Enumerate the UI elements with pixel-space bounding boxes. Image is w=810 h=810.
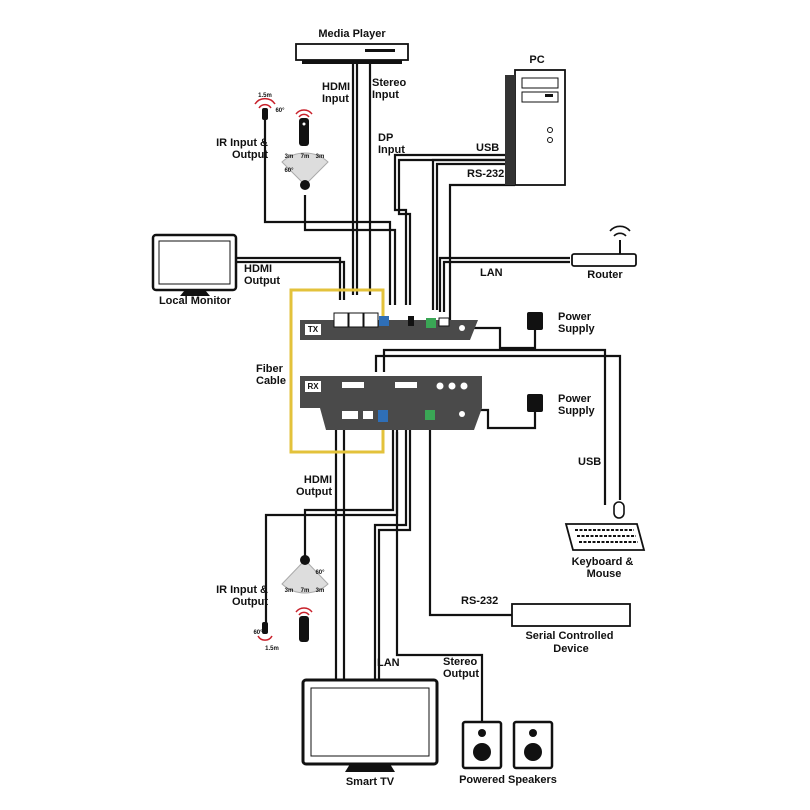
ir-receiver-tx: 3m 7m 3m 60°	[281, 152, 329, 190]
powered-speakers: Powered Speakers	[459, 720, 557, 786]
rs232-rx-label: RS-232	[461, 595, 498, 607]
svg-text:3m: 3m	[316, 588, 325, 594]
rx-unit: RX	[300, 376, 482, 430]
tx-unit: TX	[300, 312, 478, 340]
serial-device-label: Serial Controlled Device	[525, 630, 616, 655]
pc-label: PC	[529, 54, 544, 66]
ir-rx-label: IR Input &Output	[216, 584, 268, 608]
fiber-cable	[289, 288, 385, 454]
router-label: Router	[587, 269, 623, 281]
svg-text:60°: 60°	[284, 168, 294, 174]
rx-cables	[264, 348, 622, 722]
smart-tv: Smart TV	[301, 678, 439, 788]
pc: PC	[505, 54, 566, 186]
power-supply-rx: Power Supply	[527, 393, 596, 417]
ir-tx-label: IR Input &Output	[216, 137, 268, 161]
svg-text:3m: 3m	[316, 154, 325, 160]
speakers-label: Powered Speakers	[459, 774, 557, 786]
svg-text:3m: 3m	[285, 154, 294, 160]
lan-rx-label: LAN	[377, 657, 400, 669]
serial-controlled-device: Serial Controlled Device	[511, 603, 631, 655]
keyboard-mouse-label: Keyboard & Mouse	[572, 556, 637, 580]
rs232-tx-label: RS-232	[467, 168, 504, 180]
router: Router	[571, 225, 637, 281]
usb-rx-label: USB	[578, 456, 601, 468]
usb-tx-label: USB	[476, 142, 499, 154]
ir-emitter-tx: 1.5m 60°	[254, 93, 285, 120]
svg-text:60°: 60°	[315, 570, 325, 576]
svg-text:60°: 60°	[275, 108, 285, 114]
svg-text:7m: 7m	[301, 154, 310, 160]
svg-text:1.5m: 1.5m	[258, 93, 272, 99]
smart-tv-label: Smart TV	[346, 776, 395, 788]
local-monitor-label: Local Monitor	[159, 295, 232, 307]
lan-tx-label: LAN	[480, 267, 503, 279]
local-monitor: Local Monitor	[151, 233, 238, 307]
remote-control-tx	[295, 109, 313, 146]
media-player: Media Player	[295, 28, 409, 64]
power-supply-rx-label: Power Supply	[558, 393, 596, 417]
media-player-label: Media Player	[318, 28, 386, 40]
power-supply-tx: Power Supply	[527, 311, 596, 335]
svg-text:7m: 7m	[301, 588, 310, 594]
svg-text:60°: 60°	[253, 630, 263, 636]
ir-emitter-rx: 60° 1.5m	[253, 622, 279, 652]
svg-text:1.5m: 1.5m	[265, 646, 279, 652]
svg-text:3m: 3m	[285, 588, 294, 594]
tx-cables	[236, 62, 570, 350]
svg-text:RX: RX	[307, 382, 319, 391]
svg-text:TX: TX	[308, 325, 319, 334]
power-supply-tx-label: Power Supply	[558, 311, 596, 335]
keyboard-mouse: Keyboard & Mouse	[564, 501, 646, 580]
tx-ports	[333, 312, 465, 331]
ir-receiver-rx: 60° 3m 7m 3m	[281, 555, 329, 594]
remote-control-rx	[295, 607, 313, 642]
